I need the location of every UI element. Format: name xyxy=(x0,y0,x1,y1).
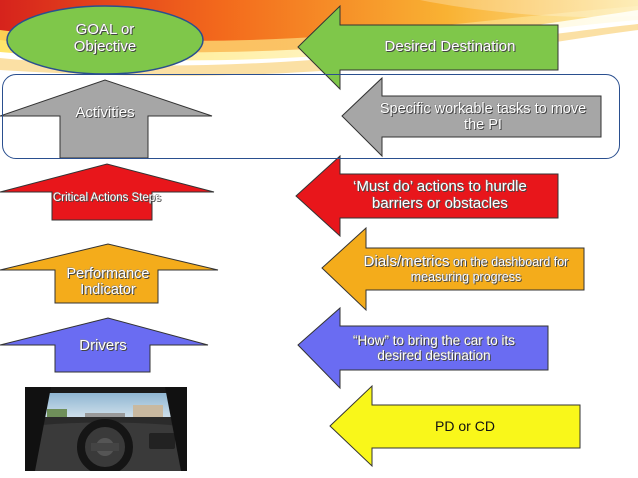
pdcd-label: PD or CD xyxy=(435,418,495,435)
critical-label: Critical Actions Steps xyxy=(52,191,161,204)
drivers-up-arrow xyxy=(0,317,209,373)
goal-label: GOAL or Objective xyxy=(73,21,137,55)
destination-left-arrow xyxy=(297,4,559,91)
how-label: “How” to bring the car to its desired de… xyxy=(352,332,516,363)
pdcd-left-arrow xyxy=(329,384,581,468)
dials-label: Dials/metrics on the dashboard for measu… xyxy=(350,250,582,288)
performance-up-arrow xyxy=(0,243,219,304)
activities-highlight-box xyxy=(2,74,620,159)
activities-label: Activities xyxy=(75,103,135,121)
dials-left-arrow xyxy=(321,226,585,312)
activities-up-arrow xyxy=(0,79,213,159)
destination-label: Desired Destination xyxy=(384,37,516,55)
dials-rest-text: on the dashboard for measuring progress xyxy=(410,254,569,285)
tasks-left-arrow xyxy=(341,76,602,158)
dials-lead-text: Dials/metrics xyxy=(363,252,450,270)
critical-up-arrow xyxy=(0,163,215,221)
tasks-label: Specific workable tasks to move the PI xyxy=(379,100,587,133)
performance-label: Performance Indicator xyxy=(66,265,150,298)
mustdo-left-arrow xyxy=(295,154,559,238)
mustdo-label: ‘Must do’ actions to hurdle barriers or … xyxy=(353,178,527,212)
drivers-label: Drivers xyxy=(79,336,127,354)
car-dashboard-photo-icon xyxy=(25,387,187,471)
how-left-arrow xyxy=(297,306,549,390)
